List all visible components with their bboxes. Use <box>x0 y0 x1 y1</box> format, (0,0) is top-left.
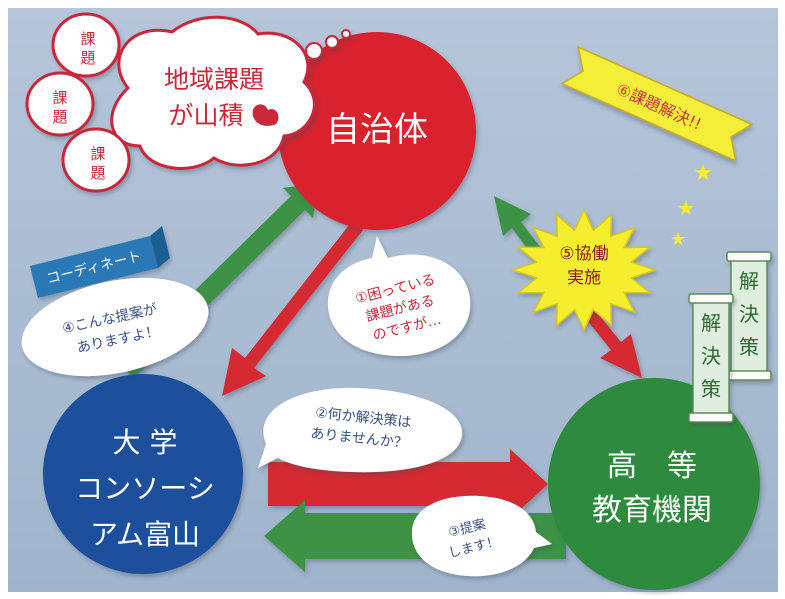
coordinate-flag-fold <box>150 226 170 268</box>
star-icon-2: ★ <box>677 196 695 220</box>
step2-bubble <box>258 387 463 473</box>
arrow-municipality-to-consortium <box>222 220 363 396</box>
scroll-1-char-1: 解 <box>739 269 759 293</box>
consortium-circle <box>43 374 243 574</box>
consortium-node: 大 学 コンソーシ アム富山 <box>43 374 243 574</box>
thought-bubble-dot-3 <box>341 29 351 39</box>
thought-cloud-issue-3 <box>61 127 131 193</box>
consortium-label-line1: 大 学 <box>113 426 178 459</box>
scroll-1-paper <box>730 259 768 373</box>
issue-1-line1: 課 <box>80 30 95 48</box>
scroll-2-char-2: 決 <box>701 344 721 368</box>
solution-banner-ribbon <box>560 45 754 163</box>
issue-2-line2: 題 <box>52 108 67 126</box>
step4-bubble <box>21 277 209 377</box>
thought-cloud <box>25 12 351 193</box>
scroll-1-char-3: 策 <box>739 335 759 359</box>
scroll-2-char-3: 策 <box>701 377 721 401</box>
scroll-2-bottom-rod <box>688 412 734 423</box>
step3-bubble-body <box>411 495 552 577</box>
issue-3-line1: 課 <box>90 145 105 163</box>
thought-cloud-main <box>110 15 316 170</box>
institutions-node: 高 等 教育機関 <box>548 378 760 590</box>
scroll-1-bottom-rod <box>726 370 772 381</box>
scroll-2-char-1: 解 <box>701 311 721 335</box>
sweat-drop-icon <box>252 104 279 126</box>
issue-2-line1: 課 <box>52 89 67 107</box>
issue-3-line2: 題 <box>90 164 105 182</box>
step1-bubble <box>327 236 471 356</box>
scroll-1-top-rod <box>726 251 772 262</box>
institutions-label-line1: 高 等 <box>607 449 697 484</box>
stars-trail: ★ ★ ★ <box>670 161 713 250</box>
scroll-1-char-2: 決 <box>739 302 759 326</box>
scroll-2-top-rod <box>688 293 734 304</box>
issue-1-line2: 題 <box>80 49 95 67</box>
step5-burst <box>510 208 658 332</box>
consortium-label-line3: アム富山 <box>90 518 200 551</box>
municipality-node: 自治体 <box>278 32 476 230</box>
step4-bubble-body <box>21 277 209 377</box>
step5-line2: 実施 <box>567 268 601 288</box>
institutions-circle <box>548 378 760 590</box>
solution-scroll-1: 解 決 策 <box>726 251 772 381</box>
thought-cloud-issue-2 <box>25 71 95 137</box>
consortium-label-line2: コンソーシ <box>75 472 214 505</box>
thought-cloud-issue-1 <box>51 12 121 78</box>
municipality-label: 自治体 <box>326 110 428 150</box>
scroll-2-paper <box>692 301 730 415</box>
thought-bubble-dot-2 <box>325 35 339 49</box>
coordinate-flag-body <box>30 236 158 298</box>
thought-cloud-text-line1: 地域課題 <box>164 65 264 94</box>
step2-bubble-body <box>258 387 463 473</box>
thought-bubble-dot-1 <box>305 42 323 60</box>
thought-cloud-text-line2: が山積 <box>168 101 243 130</box>
solution-scroll-2: 解 決 策 <box>688 293 734 423</box>
star-icon-3: ★ <box>670 229 686 250</box>
institutions-label-line2: 教育機関 <box>592 493 712 528</box>
step1-bubble-body <box>327 236 471 356</box>
star-icon-1: ★ <box>693 161 713 186</box>
step5-line1: ⑤協働 <box>559 244 608 264</box>
municipality-circle <box>278 32 476 230</box>
step3-bubble <box>411 495 552 577</box>
